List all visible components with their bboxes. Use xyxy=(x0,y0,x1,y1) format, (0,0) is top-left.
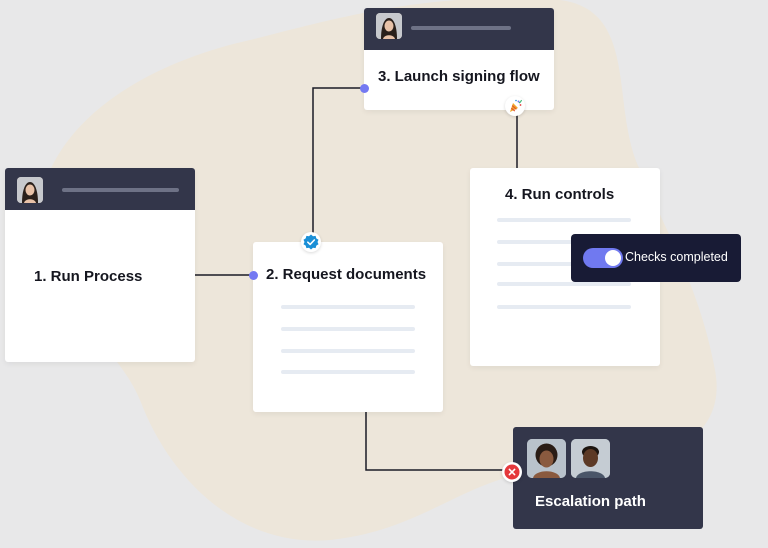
text-placeholder-line xyxy=(281,305,415,309)
step-3-card-header xyxy=(364,8,554,50)
user-avatar xyxy=(17,177,43,203)
escalation-path-title: Escalation path xyxy=(535,493,646,510)
step-1-title: 1. Run Process xyxy=(34,268,143,285)
text-placeholder-line xyxy=(281,327,415,331)
step-3-card[interactable]: 3. Launch signing flow xyxy=(364,8,554,110)
toggle-knob xyxy=(605,250,621,266)
connector-dot xyxy=(249,271,258,280)
text-placeholder-line xyxy=(281,370,415,374)
checks-completed-label: Checks completed xyxy=(625,250,728,264)
party-popper-icon xyxy=(505,96,525,116)
text-placeholder-line xyxy=(497,282,631,286)
step-4-title: 4. Run controls xyxy=(505,186,615,203)
header-placeholder-bar xyxy=(62,188,179,192)
user-avatar xyxy=(376,13,402,39)
user-avatar xyxy=(571,439,610,478)
step-2-title: 2. Request documents xyxy=(266,266,427,283)
connector-dot xyxy=(360,84,369,93)
text-placeholder-line xyxy=(497,262,631,266)
step-2-card[interactable]: 2. Request documents xyxy=(253,242,443,412)
step-3-title: 3. Launch signing flow xyxy=(378,68,540,85)
text-placeholder-line xyxy=(497,218,631,222)
checks-toggle[interactable] xyxy=(583,248,623,268)
escalation-path-card[interactable]: Escalation path xyxy=(513,427,703,529)
error-x-icon xyxy=(502,462,522,482)
text-placeholder-line xyxy=(497,240,631,244)
header-placeholder-bar xyxy=(411,26,511,30)
step-1-card[interactable]: 1. Run Process xyxy=(5,168,195,362)
step-1-card-header xyxy=(5,168,195,210)
user-avatar xyxy=(527,439,566,478)
text-placeholder-line xyxy=(497,305,631,309)
text-placeholder-line xyxy=(281,349,415,353)
verified-check-icon xyxy=(301,232,321,252)
checks-completed-toast: Checks completed xyxy=(571,234,741,282)
step-4-card[interactable]: 4. Run controls xyxy=(470,168,660,366)
